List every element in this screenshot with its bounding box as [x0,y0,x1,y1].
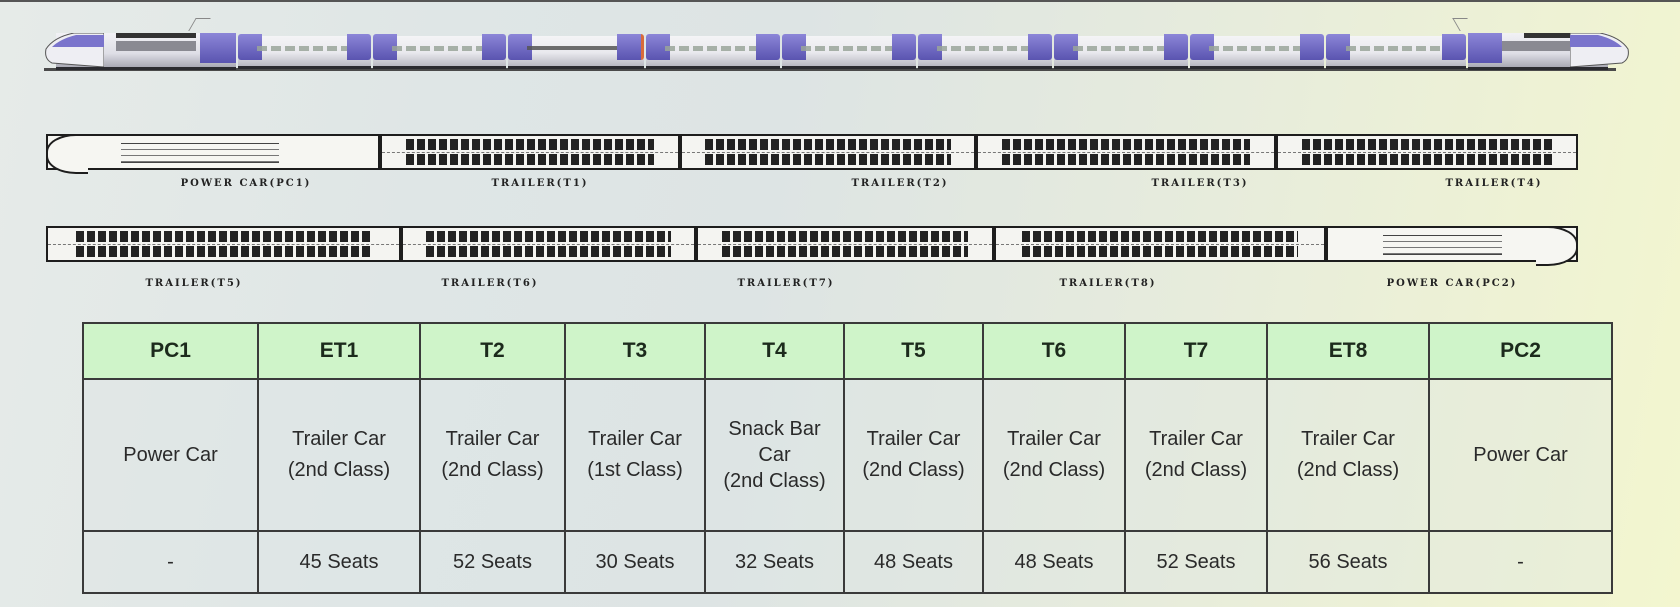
trailer-car-illustration [373,34,506,69]
floor-plan-row-1: POWER CAR(PC1) TRAILER(T1) TRAILER(T2) T… [46,134,1624,189]
floor-plan-row-2: TRAILER(T5) TRAILER(T6) TRAILER(T7) TRAI… [46,226,1624,289]
floor-plan-label: TRAILER(T5) [145,278,243,289]
floor-plan-label: TRAILER(T1) [491,178,589,189]
seat-count-cell: - [1428,530,1613,594]
top-border [0,0,1680,2]
car-type-cell: Trailer Car(2nd Class) [982,378,1126,532]
floor-plan-label: TRAILER(T6) [441,278,539,289]
floor-plan-t6 [401,226,696,262]
column-header: ET8 [1266,322,1430,380]
trailer-car-illustration [1054,34,1188,69]
trailer-car-illustration [508,34,644,69]
floor-plan-label: POWER CAR(PC2) [1386,278,1518,289]
floor-plan-label: TRAILER(T4) [1445,178,1543,189]
floor-plan-t1 [380,134,680,170]
floor-plan-t7 [696,226,994,262]
seat-count-cell: 48 Seats [843,530,984,594]
train-composition-table: PC1 ET1 T2 T3 T4 T5 T6 T7 ET8 PC2 Power … [82,322,1613,594]
column-header: PC1 [82,322,259,380]
seat-count-row: - 45 Seats 52 Seats 30 Seats 32 Seats 48… [82,530,1613,594]
column-header: T7 [1124,322,1268,380]
power-car-pc2-illustration [1468,33,1629,70]
column-header: T3 [564,322,706,380]
car-type-cell: Power Car [1428,378,1613,532]
car-type-cell: Trailer Car(2nd Class) [1124,378,1268,532]
seat-count-cell: 56 Seats [1266,530,1430,594]
floor-plan-label: POWER CAR(PC1) [180,178,312,189]
car-type-row: Power Car Trailer Car(2nd Class) Trailer… [82,378,1613,532]
trailer-car-illustration [238,34,371,69]
floor-plan-t2 [680,134,976,170]
seat-count-cell: 30 Seats [564,530,706,594]
pantograph-icon [1452,18,1475,31]
power-car-pc1-illustration [45,33,236,70]
floor-plan-pc1 [46,134,380,174]
floor-plan-label: TRAILER(T8) [1059,278,1157,289]
seat-count-cell: 45 Seats [257,530,421,594]
trailer-car-illustration [918,34,1052,69]
column-header: T5 [843,322,984,380]
column-header: T6 [982,322,1126,380]
seat-count-cell: 52 Seats [1124,530,1268,594]
trailer-car-illustration [782,34,916,69]
column-header: ET1 [257,322,421,380]
car-type-cell: Trailer Car(2nd Class) [257,378,421,532]
seat-count-cell: 32 Seats [704,530,845,594]
floor-plan-pc2 [1326,226,1578,266]
floor-plan-label: TRAILER(T3) [1151,178,1249,189]
floor-plan-t8 [994,226,1326,262]
seat-count-cell: - [82,530,259,594]
car-type-cell: Power Car [82,378,259,532]
pantograph-icon [188,18,211,31]
floor-plan-label: TRAILER(T7) [737,278,835,289]
floor-plan-t5 [46,226,401,262]
trailer-car-illustration [1190,34,1324,69]
floor-plan-t4 [1276,134,1578,170]
car-type-cell: Trailer Car(2nd Class) [419,378,566,532]
seat-count-cell: 52 Seats [419,530,566,594]
table-header-row: PC1 ET1 T2 T3 T4 T5 T6 T7 ET8 PC2 [82,322,1613,380]
train-nose-icon [1570,33,1629,67]
column-header: T4 [704,322,845,380]
trailer-car-illustration [1326,34,1466,69]
seat-count-cell: 48 Seats [982,530,1126,594]
floor-plan-label: TRAILER(T2) [851,178,949,189]
car-type-cell: Trailer Car(2nd Class) [1266,378,1430,532]
rail-line [44,68,1616,71]
car-type-cell: Trailer Car(1st Class) [564,378,706,532]
floor-plan-t3 [976,134,1276,170]
car-type-cell: Trailer Car(2nd Class) [843,378,984,532]
train-illustration [44,16,1629,74]
column-header: T2 [419,322,566,380]
train-nose-icon [45,33,104,67]
trailer-car-illustration [646,34,780,69]
column-header: PC2 [1428,322,1613,380]
